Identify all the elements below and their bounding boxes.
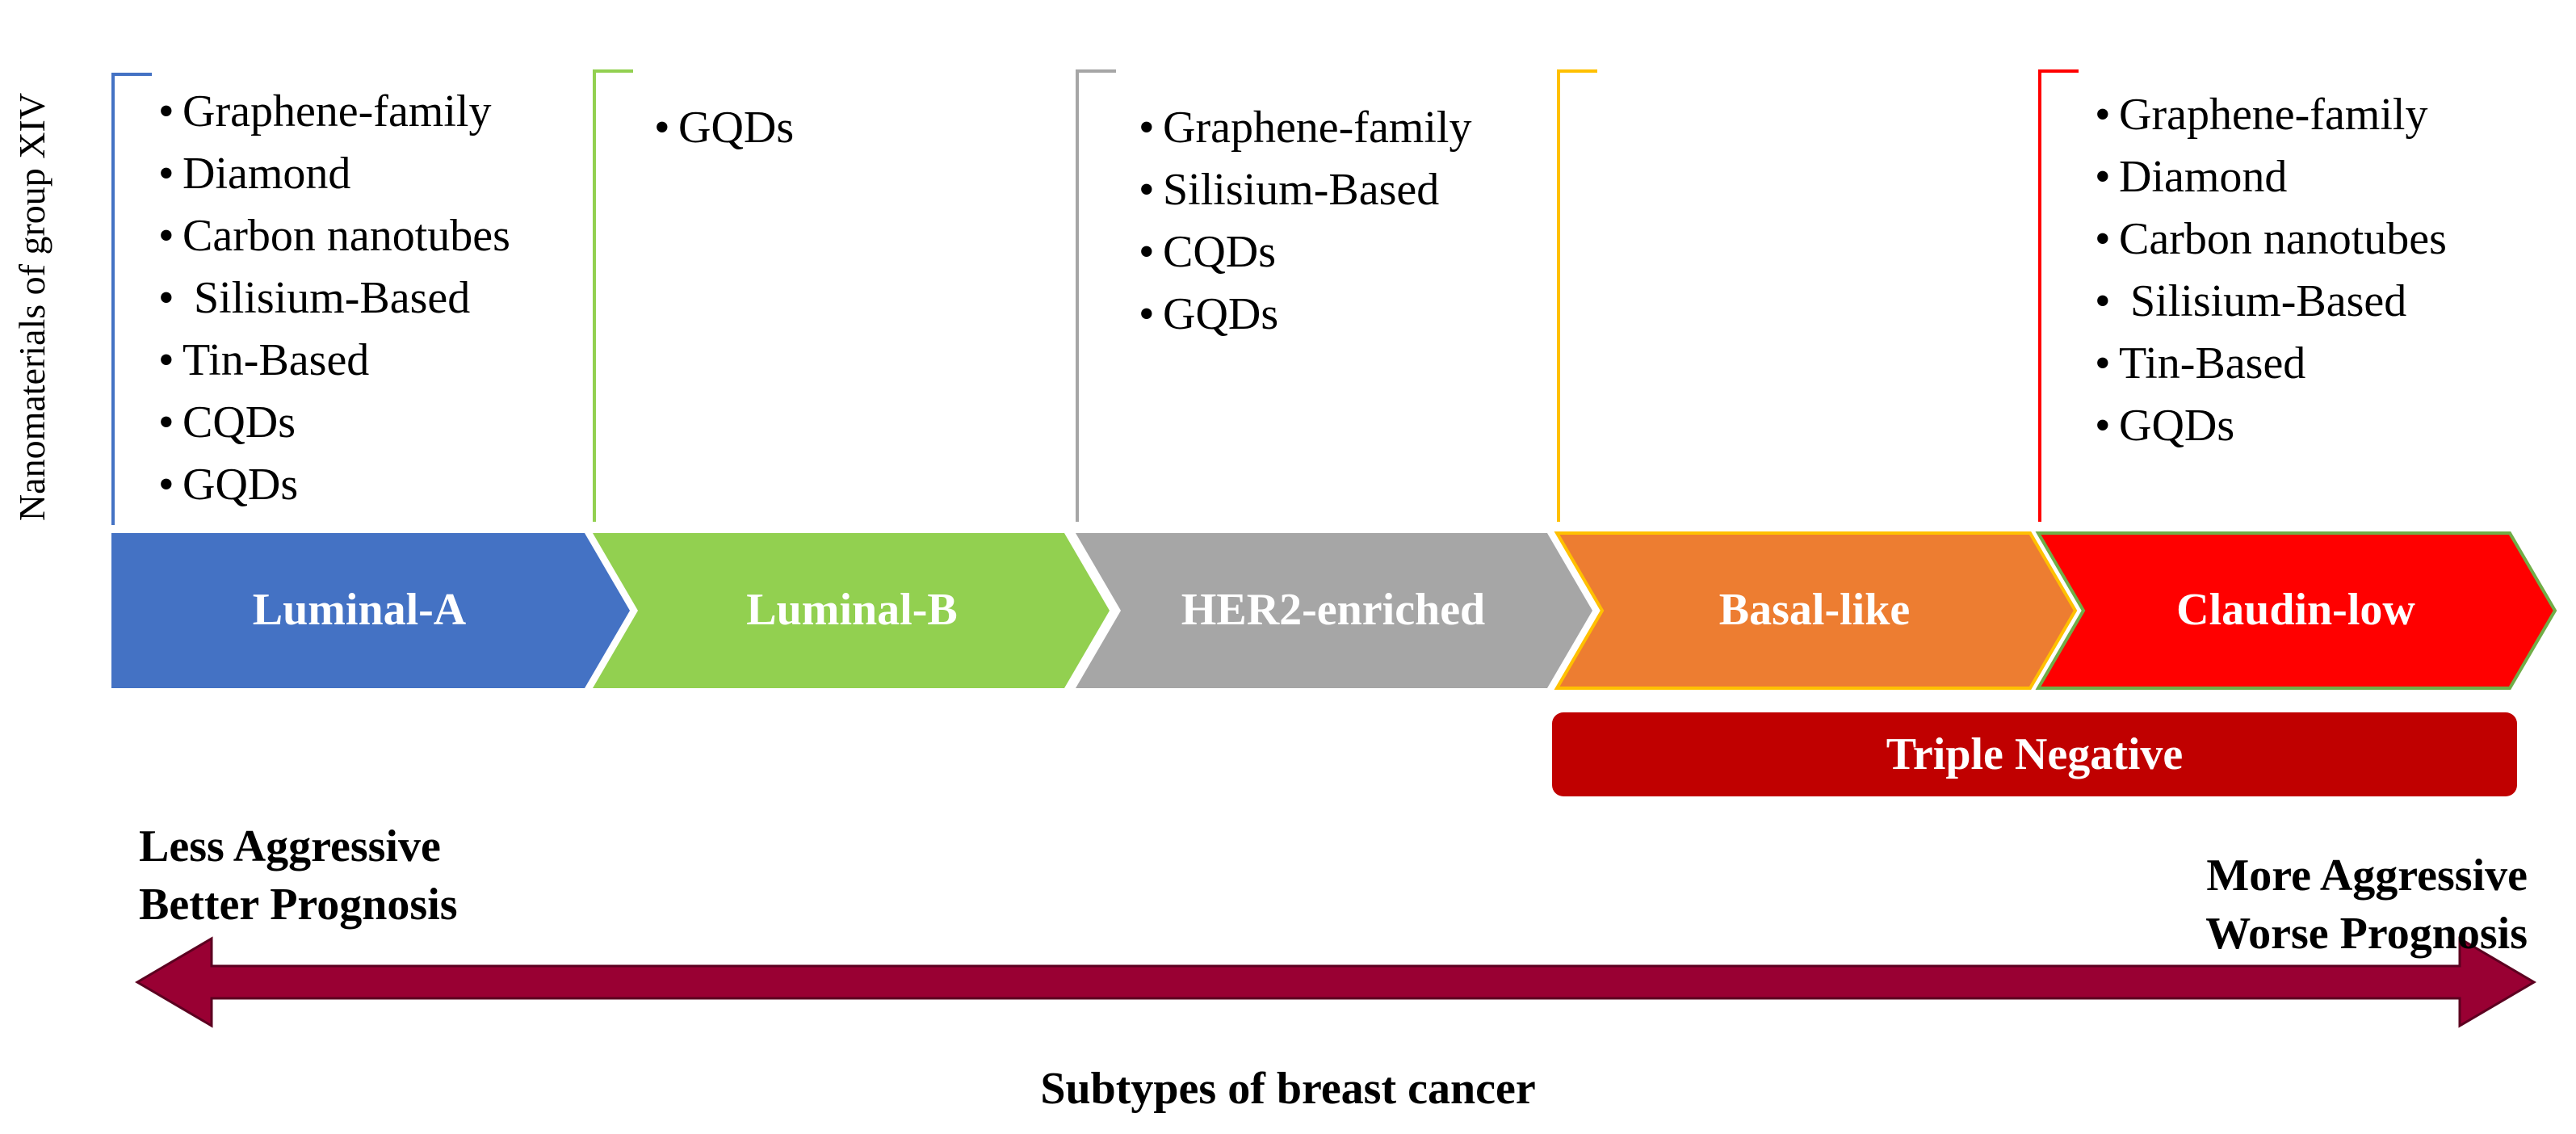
triple-negative-band: Triple Negative (1552, 712, 2517, 796)
list-item: GQDs (158, 454, 510, 516)
list-item: Silisium-Based (2095, 271, 2447, 333)
left-note-line2: Better Prognosis (139, 880, 458, 930)
list-item: GQDs (2095, 395, 2447, 457)
left-note: Less Aggressive Better Prognosis (139, 817, 458, 934)
list-item: Diamond (2095, 146, 2447, 208)
right-note-line2: Worse Prognosis (2205, 909, 2528, 959)
list-item: Tin-Based (2095, 333, 2447, 395)
bracket-luminal-b (593, 69, 633, 522)
bracket-basal (1557, 69, 1597, 522)
chevron-luminal-b (593, 533, 1110, 688)
list-item: Graphene-family (1139, 97, 1471, 159)
list-luminal-b: GQDs (654, 97, 794, 159)
list-item: GQDs (654, 97, 794, 159)
list-luminal-a: Graphene-family Diamond Carbon nanotubes… (158, 81, 510, 516)
list-item: Carbon nanotubes (2095, 208, 2447, 271)
list-item: Carbon nanotubes (158, 205, 510, 267)
list-item: CQDs (1139, 221, 1471, 284)
chevron-luminal-a (111, 533, 630, 688)
chevron-label-luminal-a: Luminal-A (252, 585, 467, 635)
right-note: More Aggressive Worse Prognosis (2205, 846, 2528, 963)
list-item: CQDs (158, 392, 510, 454)
list-item: Graphene-family (158, 81, 510, 143)
list-claudin: Graphene-family Diamond Carbon nanotubes… (2095, 84, 2447, 457)
chevron-her2 (1076, 533, 1592, 688)
bracket-her2 (1076, 69, 1116, 522)
chevron-label-basal: Basal-like (1718, 585, 1911, 635)
chevron-label-claudin: Claudin-low (2176, 585, 2415, 635)
bracket-claudin (2038, 69, 2079, 522)
list-item: Tin-Based (158, 330, 510, 392)
right-note-line1: More Aggressive (2206, 850, 2528, 901)
chevron-label-her2: HER2-enriched (1181, 585, 1486, 635)
chevron-claudin (2035, 531, 2557, 690)
list-item: Diamond (158, 143, 510, 205)
chevron-basal (1554, 531, 2078, 690)
left-note-line1: Less Aggressive (139, 821, 441, 872)
list-item: Graphene-family (2095, 84, 2447, 146)
aggressiveness-arrow (135, 936, 2536, 1028)
list-item: Silisium-Based (158, 267, 510, 330)
list-item: Silisium-Based (1139, 159, 1471, 221)
bracket-luminal-a (111, 73, 152, 525)
chevron-label-luminal-b: Luminal-B (746, 585, 958, 635)
list-item: GQDs (1139, 284, 1471, 346)
list-her2: Graphene-family Silisium-Based CQDs GQDs (1139, 97, 1471, 346)
caption: Subtypes of breast cancer (1040, 1064, 1536, 1114)
